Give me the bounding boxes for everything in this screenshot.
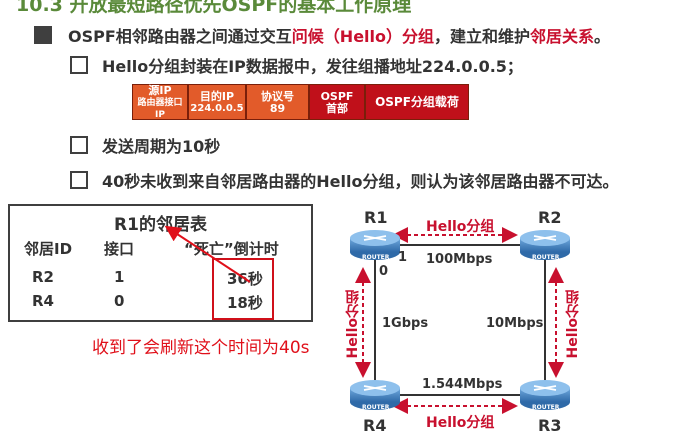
router-label-r4: R4	[363, 416, 387, 435]
packet-field-protocol: 协议号 89	[246, 84, 309, 120]
main-point: OSPF相邻路由器之间通过交互问候（Hello）分组，建立和维护邻居关系。	[68, 23, 610, 47]
router-icon	[520, 230, 570, 260]
table-header-neighbor-id: 邻居ID	[24, 240, 73, 258]
packet-field-value: 89	[269, 101, 286, 115]
neighbor-table-title: R1的邻居表	[114, 215, 207, 235]
main-point-text-2: ，建立和维护	[434, 27, 531, 46]
table-cell-timer: 18秒	[227, 294, 263, 312]
main-point-text-3: 。	[594, 27, 611, 46]
router-caption: ROUTER	[362, 254, 390, 261]
packet-field-value: 首部	[326, 101, 348, 115]
link-speed-r1-r2: 100Mbps	[426, 252, 493, 267]
table-cell-neighbor-id: R4	[32, 292, 54, 310]
packet-field-label: 源IP	[148, 83, 172, 97]
packet-field-value: 路由器接口IP	[137, 97, 183, 120]
packet-field-label: 目的IP	[199, 89, 235, 103]
packet-field-label: 协议号	[261, 89, 294, 103]
hello-label-left: Hello分组	[345, 290, 361, 359]
ospf-topology-diagram	[350, 227, 570, 414]
packet-field-label: OSPF	[320, 89, 354, 103]
hello-label-top: Hello分组	[426, 219, 495, 235]
timer-highlight-box	[212, 258, 274, 320]
sub-point-1: Hello分组封装在IP数据报中，发往组播地址224.0.0.5；	[102, 57, 523, 76]
router-caption: ROUTER	[532, 254, 560, 261]
hello-label-right: Hello分组	[565, 290, 581, 359]
link-speed-r1-r4: 1Gbps	[382, 316, 429, 331]
table-cell-interface: 1	[114, 268, 125, 286]
sub-point-2: 发送周期为10秒	[102, 137, 221, 156]
packet-field-ospf-payload: OSPF分组载荷	[365, 84, 469, 120]
port-label-r1-1: 1	[398, 250, 408, 265]
packet-field-ospf-header: OSPF 首部	[309, 84, 365, 120]
router-caption: ROUTER	[362, 404, 390, 411]
table-header-interface: 接口	[104, 240, 135, 258]
hello-label-bottom: Hello分组	[426, 415, 495, 431]
router-label-r3: R3	[538, 416, 562, 435]
table-cell-neighbor-id: R2	[32, 268, 54, 286]
main-point-text-1: OSPF相邻路由器之间通过交互	[68, 27, 292, 46]
annotation-arrow-icon	[164, 225, 251, 283]
packet-field-src-ip: 源IP 路由器接口IP	[132, 84, 188, 120]
packet-field-dst-ip: 目的IP 224.0.0.5	[188, 84, 246, 120]
router-icon	[350, 230, 400, 260]
packet-field-value: 224.0.0.5	[190, 102, 244, 114]
packet-field-label: OSPF分组载荷	[375, 94, 459, 109]
table-cell-interface: 0	[114, 292, 125, 310]
sub-point-3: 40秒未收到来自邻居路由器的Hello分组，则认为该邻居路由器不可达。	[102, 172, 619, 191]
main-point-highlight-neighbor: 邻居关系	[530, 27, 595, 46]
router-caption: ROUTER	[532, 404, 560, 411]
link-speed-r4-r3: 1.544Mbps	[422, 377, 503, 392]
annotation-text: 收到了会刷新这个时间为40s	[92, 338, 310, 358]
checkbox-icon	[70, 136, 88, 154]
checkbox-icon	[70, 56, 88, 74]
port-label-r1-0: 0	[379, 264, 389, 279]
router-label-r1: R1	[364, 208, 388, 227]
bullet-square-icon	[34, 26, 52, 44]
neighbor-table: R1的邻居表 邻居ID 接口 “死亡”倒计时 R2 1 36秒 R4 0 18秒	[8, 204, 313, 322]
router-icon	[350, 380, 400, 410]
router-label-r2: R2	[538, 208, 562, 227]
link-speed-r2-r3: 10Mbps	[486, 316, 544, 331]
router-icon	[520, 380, 570, 410]
page-title: 10.3 开放最短路径优先OSPF的基本工作原理	[16, 0, 412, 16]
checkbox-icon	[70, 171, 88, 189]
main-point-highlight-hello: 问候（Hello）分组	[291, 27, 435, 46]
